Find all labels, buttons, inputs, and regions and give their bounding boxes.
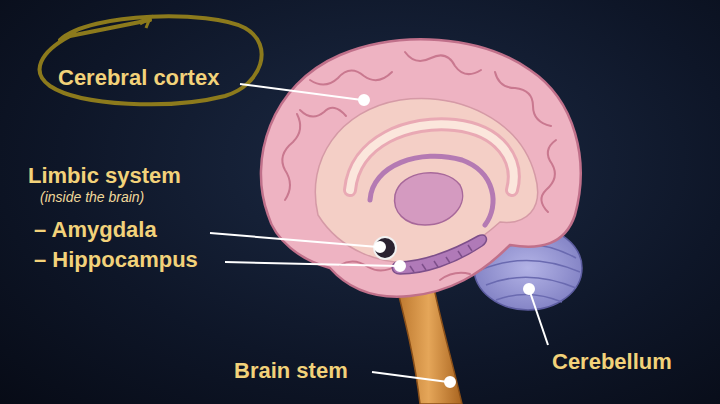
highlight-stroke: [140, 18, 150, 28]
highlight-circle: [40, 16, 262, 104]
note-label: (inside the brain): [40, 190, 144, 205]
part-label: – Amygdala: [34, 218, 157, 242]
fornix-shape: [370, 156, 493, 225]
thalamus-shape: [395, 173, 463, 225]
part-label: – Hippocampus: [34, 248, 198, 272]
inner-region: [315, 99, 537, 263]
group-label: Limbic system: [28, 164, 181, 188]
part-label: Cerebellum: [552, 350, 672, 374]
gyri: [282, 52, 556, 280]
part-label: Brain stem: [234, 359, 348, 383]
region-label: Cerebral cortex: [58, 66, 219, 90]
cerebrum-shape: [261, 39, 581, 296]
hippocampus-shape: [392, 235, 486, 274]
hippocampus-ridges: [410, 245, 472, 272]
leader-lines: [210, 84, 548, 387]
amygdala-shape: [374, 237, 396, 259]
